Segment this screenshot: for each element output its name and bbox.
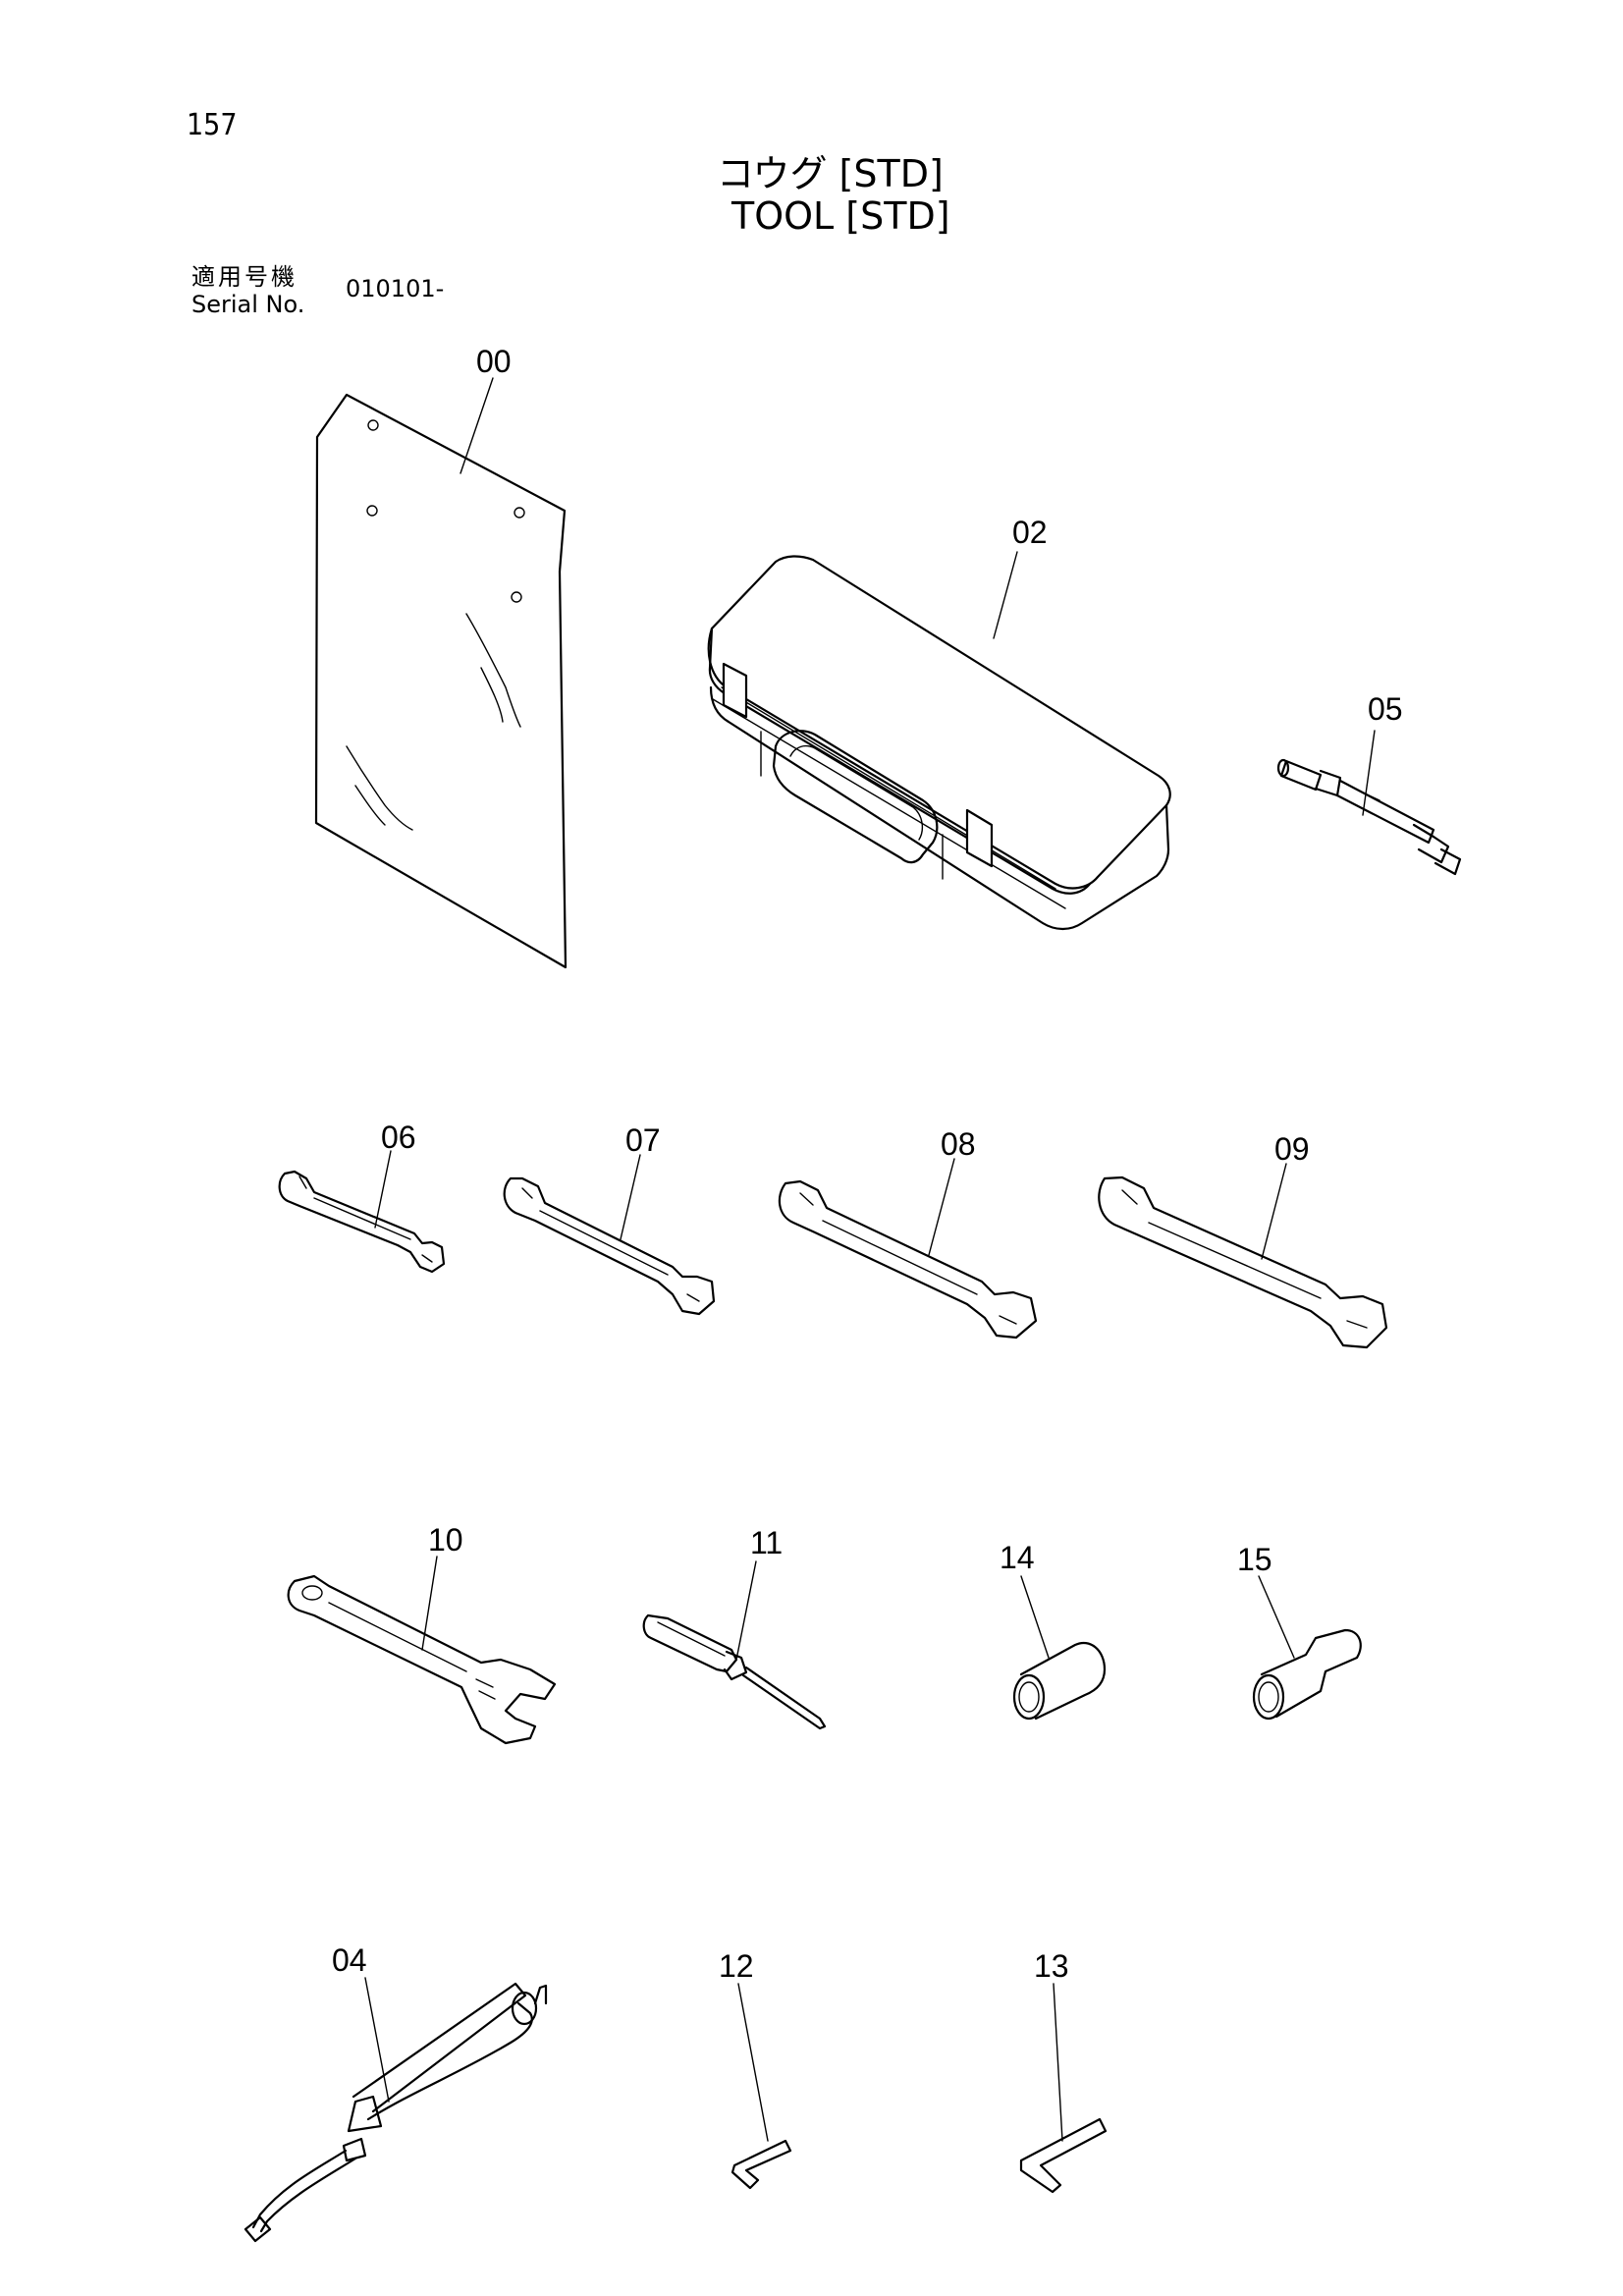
hex-key-part-13 <box>1019 2117 1108 2194</box>
socket-part-15 <box>1252 1628 1362 1721</box>
grease-gun-part-04 <box>243 1982 548 2243</box>
leader-line-00 <box>460 377 494 474</box>
part-label-07: 07 <box>625 1122 661 1158</box>
leader-line-06 <box>374 1150 392 1229</box>
part-label-05: 05 <box>1368 691 1403 727</box>
extension-bar-part-05 <box>1276 758 1462 876</box>
leader-line-15 <box>1258 1575 1295 1659</box>
page-title-japanese: コウグ [STD] <box>717 152 944 195</box>
leader-line-05 <box>1362 730 1376 816</box>
open-wrench-part-08 <box>778 1179 1038 1339</box>
leader-line-07 <box>620 1154 641 1240</box>
page-title-english: TOOL [STD] <box>731 194 950 238</box>
tool-box-part-02 <box>707 555 1171 931</box>
leader-line-11 <box>735 1560 757 1661</box>
part-label-12: 12 <box>719 1948 754 1984</box>
leader-line-12 <box>737 1983 769 2142</box>
socket-part-14 <box>1012 1642 1107 1721</box>
leader-line-13 <box>1053 1983 1063 2142</box>
serial-label-japanese: 適用号機 <box>191 263 298 291</box>
part-label-00: 00 <box>476 344 512 379</box>
part-label-08: 08 <box>941 1126 976 1162</box>
open-wrench-part-07 <box>503 1176 716 1316</box>
part-label-10: 10 <box>428 1522 463 1558</box>
part-label-02: 02 <box>1012 515 1048 550</box>
leader-line-10 <box>421 1556 438 1651</box>
part-label-04: 04 <box>332 1942 367 1978</box>
leader-line-14 <box>1020 1575 1050 1659</box>
page-number: 157 <box>187 108 238 142</box>
leader-line-08 <box>928 1158 955 1256</box>
part-label-15: 15 <box>1237 1542 1272 1577</box>
manual-sheet-part-00 <box>314 393 568 969</box>
hex-key-part-12 <box>730 2139 792 2190</box>
serial-label-english: Serial No. <box>191 291 305 318</box>
leader-line-09 <box>1261 1163 1287 1260</box>
screwdriver-part-11 <box>642 1613 827 1730</box>
serial-number-value: 010101- <box>346 275 445 302</box>
part-label-06: 06 <box>381 1120 416 1155</box>
part-label-09: 09 <box>1274 1131 1310 1167</box>
adjustable-wrench-part-10 <box>287 1574 557 1745</box>
open-wrench-part-06 <box>278 1170 446 1274</box>
part-label-11: 11 <box>750 1525 784 1560</box>
leader-line-04 <box>364 1977 390 2103</box>
leader-line-02 <box>993 551 1018 639</box>
part-label-14: 14 <box>1000 1540 1035 1575</box>
open-wrench-part-09 <box>1098 1175 1388 1349</box>
part-label-13: 13 <box>1034 1948 1069 1984</box>
